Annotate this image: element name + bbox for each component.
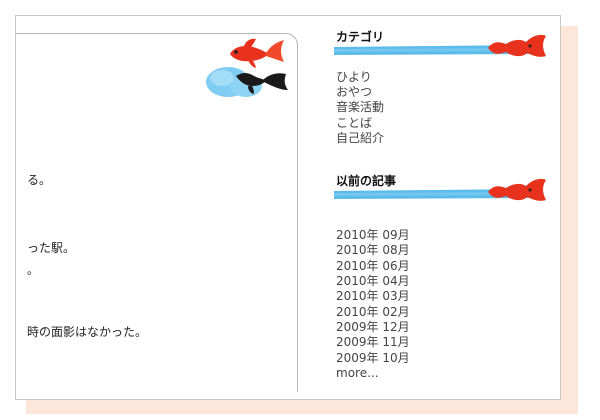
article-text-line: 。 xyxy=(27,263,40,277)
archive-more-link[interactable]: more... xyxy=(336,366,379,380)
archive-heading: 以前の記事 xyxy=(336,174,397,188)
sidebar: カテゴリ ひより おやつ 音楽活動 ことば 自己紹介 以前の記事 2010年 0… xyxy=(334,16,559,399)
archive-link[interactable]: 2009年 11月 xyxy=(336,335,410,349)
watercolor-bar-icon xyxy=(334,45,530,55)
red-goldfish-icon xyxy=(230,38,284,68)
archive-link[interactable]: 2010年 09月 xyxy=(336,228,410,242)
archive-link[interactable]: 2010年 04月 xyxy=(336,274,410,288)
watercolor-bar-icon xyxy=(334,189,530,199)
article-text-line: った駅。 xyxy=(27,241,76,255)
black-goldfish-icon xyxy=(236,73,288,94)
archive-link[interactable]: 2010年 06月 xyxy=(336,259,410,273)
red-goldfish-icon xyxy=(488,178,546,201)
archive-link[interactable]: 2010年 03月 xyxy=(336,289,410,303)
category-link[interactable]: おやつ xyxy=(336,85,373,99)
main-content: る。 った駅。 。 時の面影はなかった。 xyxy=(16,33,298,392)
archive-link[interactable]: 2010年 08月 xyxy=(336,243,410,257)
archive-link[interactable]: 2009年 10月 xyxy=(336,351,410,365)
category-link[interactable]: 音楽活動 xyxy=(336,100,385,114)
category-heading: カテゴリ xyxy=(336,30,385,44)
category-link[interactable]: ひより xyxy=(336,70,372,84)
archive-link[interactable]: 2010年 02月 xyxy=(336,305,410,319)
article-text-line: る。 xyxy=(27,173,52,187)
archive-link[interactable]: 2009年 12月 xyxy=(336,320,410,334)
red-goldfish-icon xyxy=(488,34,546,57)
category-link[interactable]: 自己紹介 xyxy=(336,131,385,145)
category-link[interactable]: ことば xyxy=(336,116,373,130)
article-text-line: 時の面影はなかった。 xyxy=(27,325,148,339)
page-frame: る。 った駅。 。 時の面影はなかった。 カテゴリ ひよ xyxy=(15,15,561,400)
